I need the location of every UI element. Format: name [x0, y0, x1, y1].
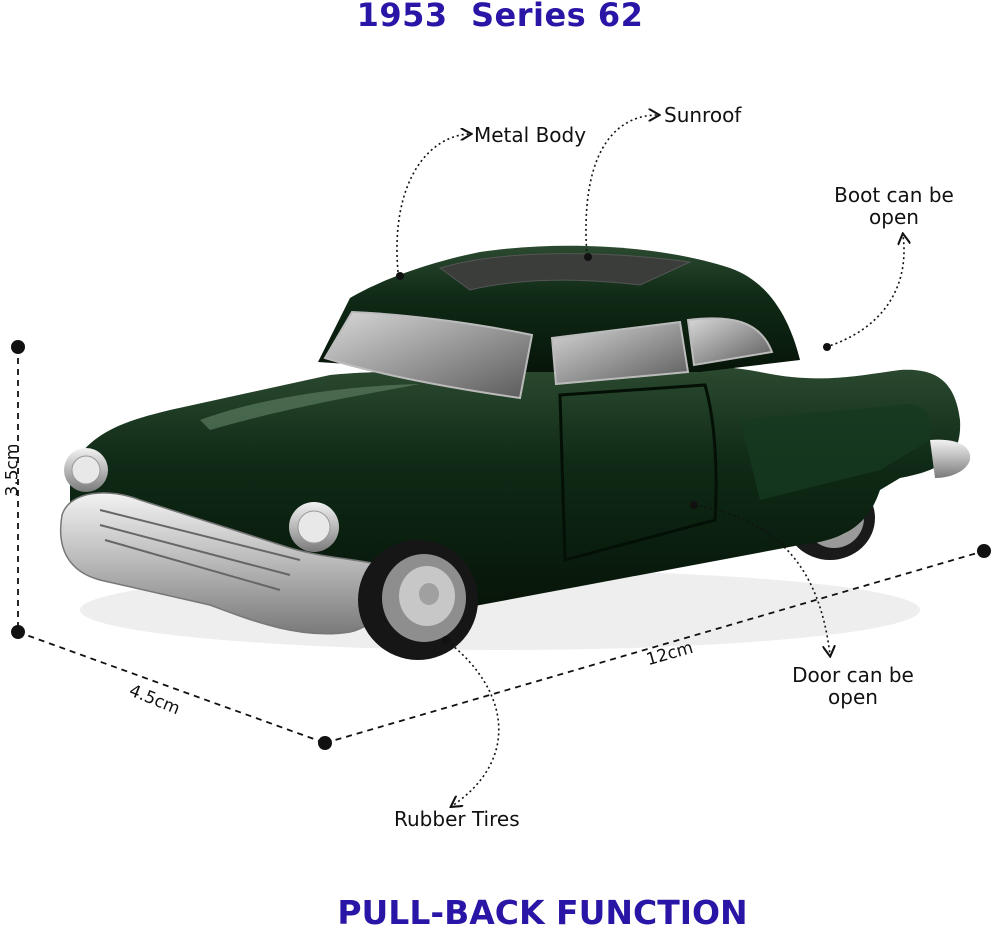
callout-boot: Boot can be open — [834, 183, 954, 229]
dim-point-front — [318, 736, 332, 750]
callout-metal-body: Metal Body — [474, 123, 587, 147]
front-wheel — [358, 540, 478, 660]
car-body — [70, 365, 961, 609]
dimension-height: 3.5cm — [2, 443, 23, 497]
feature-footer: PULL-BACK FUNCTION — [337, 893, 748, 932]
callout-sunroof: Sunroof — [664, 103, 742, 127]
side-window-rear — [686, 317, 774, 367]
hood-highlight — [200, 384, 420, 430]
door-outline — [558, 383, 718, 562]
dim-point-left — [11, 625, 25, 639]
product-title: 1953 Series 62 — [356, 0, 644, 34]
grille — [99, 509, 301, 591]
dim-point-rear — [977, 544, 991, 558]
headlight-left — [64, 448, 108, 492]
side-window-front — [550, 320, 690, 386]
rear-bumper — [930, 439, 971, 478]
callout-arrows — [396, 115, 904, 806]
callout-dots — [396, 253, 831, 644]
sunroof-panel — [438, 253, 692, 291]
headlight-right — [289, 502, 339, 552]
dimension-lines — [17, 347, 985, 744]
side-trim — [740, 404, 931, 500]
windshield — [323, 310, 534, 400]
callout-door: Door can be open — [792, 663, 914, 709]
dim-point-top — [11, 340, 25, 354]
callout-tires: Rubber Tires — [394, 807, 520, 831]
